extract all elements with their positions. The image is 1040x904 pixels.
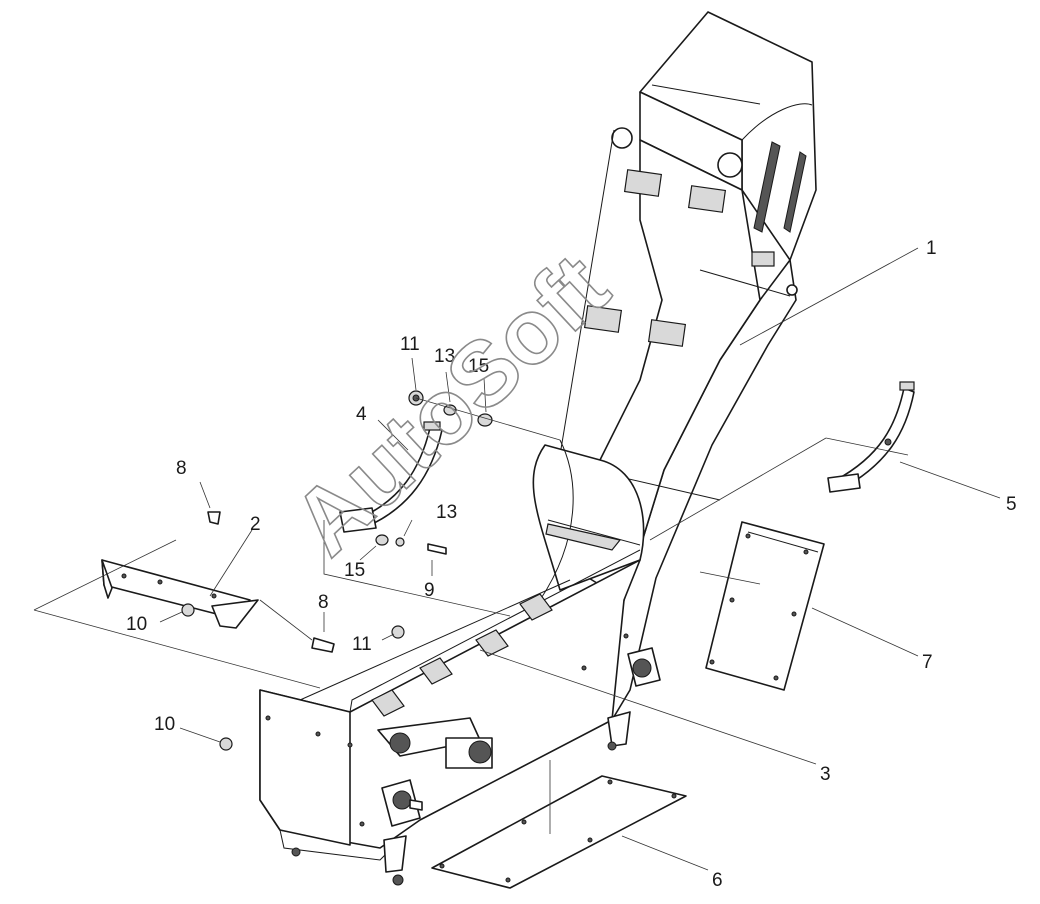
curved-guide-part-4 xyxy=(339,421,443,533)
callout-13-lower: 13 xyxy=(436,502,457,523)
callout-5: 5 xyxy=(1006,494,1017,515)
bracket-part-2 xyxy=(101,559,259,629)
callout-9: 9 xyxy=(424,580,435,601)
callout-8-upper: 8 xyxy=(176,458,187,479)
assembly-lines xyxy=(33,397,909,834)
callout-labels: 1 2 3 4 5 6 7 8 8 9 10 10 11 11 13 13 15… xyxy=(126,238,1017,891)
callout-6: 6 xyxy=(712,870,723,891)
callout-2: 2 xyxy=(250,514,261,535)
callout-11-upper: 11 xyxy=(400,334,420,355)
callout-4: 4 xyxy=(356,404,367,425)
lower-frame-part-3 xyxy=(259,523,661,886)
callout-10-upper: 10 xyxy=(126,614,147,635)
callout-15-lower: 15 xyxy=(344,560,365,581)
bearing-unit xyxy=(627,647,661,687)
bottom-plate-part-6 xyxy=(431,775,687,889)
callout-1: 1 xyxy=(926,238,937,259)
callout-3: 3 xyxy=(820,764,831,785)
callout-13-upper: 13 xyxy=(434,346,455,367)
callout-15-upper: 15 xyxy=(468,356,489,377)
callout-10-lower: 10 xyxy=(154,714,175,735)
cover-plate-part-7 xyxy=(705,521,825,691)
callout-8-lower: 8 xyxy=(318,592,329,613)
bearing-unit xyxy=(381,779,423,827)
conveyor-frame-part-1 xyxy=(532,11,817,721)
bearing-unit xyxy=(377,717,493,769)
callout-7: 7 xyxy=(922,652,933,673)
callout-leaders xyxy=(159,247,1001,871)
callout-11-lower: 11 xyxy=(352,634,372,655)
curved-guide-part-5 xyxy=(827,381,915,493)
